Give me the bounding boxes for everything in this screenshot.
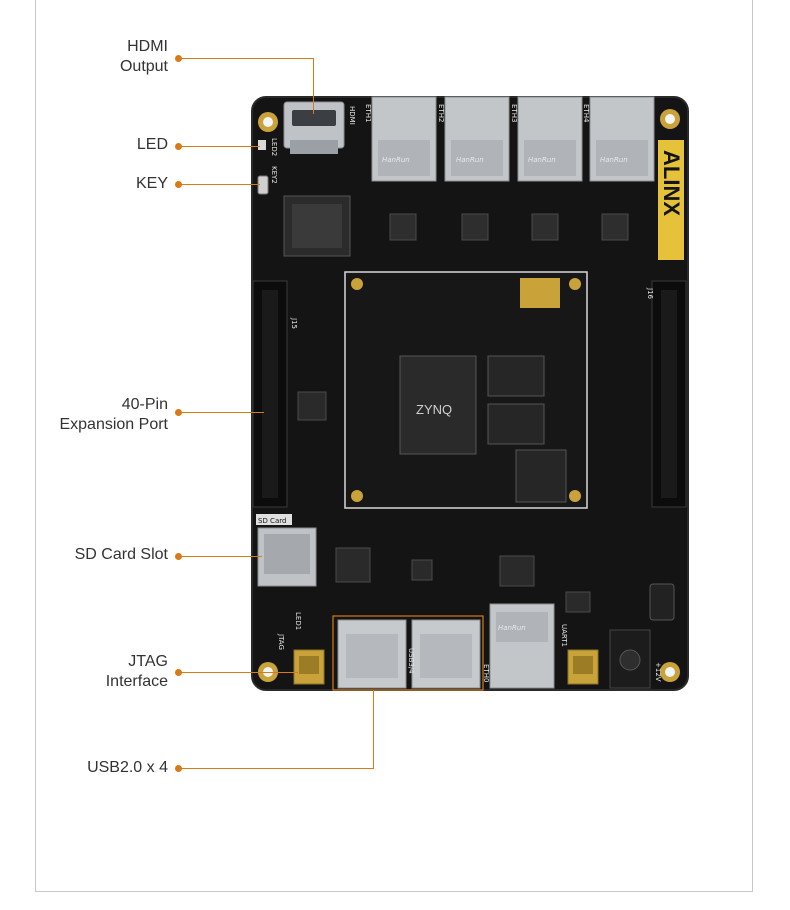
zynq-label: ZYNQ <box>416 402 452 417</box>
hdmi-callout-line-vertical <box>313 58 314 114</box>
hdmi-label-line1: HDMI <box>127 38 168 55</box>
sdcard-label-text: SD Card Slot <box>74 546 168 563</box>
led2-silk: LED2 <box>270 138 278 156</box>
eth2-silk: ETH2 <box>437 104 445 122</box>
eth0-silk: ETH0 <box>482 664 490 682</box>
eth3-silk: ETH3 <box>510 104 518 122</box>
usb-highlight-box <box>332 615 484 691</box>
uart-connector <box>567 649 599 685</box>
brand-strip <box>658 140 684 260</box>
usb-label-text: USB2.0 x 4 <box>87 759 168 776</box>
hdmi-callout-dot <box>175 55 182 62</box>
sdcard-callout-dot <box>175 553 182 560</box>
hdmi-callout-line <box>178 58 314 59</box>
led-label: LED <box>137 135 168 155</box>
hdmi-silk-label: HDMI <box>348 106 356 125</box>
j16-silk: J16 <box>646 287 654 300</box>
ethernet-jacks-top <box>371 96 655 182</box>
jtag-connector <box>293 649 325 685</box>
key2-silk: KEY2 <box>270 166 278 184</box>
key-callout-line <box>178 184 260 185</box>
hdmi-connector <box>283 101 345 154</box>
led1-silk: LED1 <box>294 612 302 630</box>
led-label-text: LED <box>136 136 168 153</box>
cpld-chip <box>283 195 351 257</box>
eth-brand-1: HanRun <box>382 156 410 164</box>
led-callout-line <box>178 146 260 147</box>
core-module <box>344 271 588 509</box>
power-silk: +12V <box>654 662 662 682</box>
sd-card-silk: SD Card <box>258 517 286 525</box>
hdmi-output-label: HDMI Output <box>120 37 168 77</box>
usb-callout-dot <box>175 765 182 772</box>
eth-brand-4: HanRun <box>600 156 628 164</box>
sdcard-callout-line <box>178 556 262 557</box>
expansion-header-left <box>252 280 288 508</box>
pin40-label: 40-Pin Expansion Port <box>59 395 168 435</box>
jtag-label-line1: JTAG <box>128 653 168 670</box>
jtag-label: JTAG Interface <box>106 652 168 692</box>
ethernet-jack-bottom <box>489 603 555 689</box>
eth-brand-3: HanRun <box>528 156 556 164</box>
j15-silk: J15 <box>290 317 298 329</box>
eth1-silk: ETH1 <box>364 104 372 122</box>
pin40-callout-dot <box>175 409 182 416</box>
key-label-text: KEY <box>135 175 168 192</box>
jtag-silk: JTAG <box>277 633 285 650</box>
jtag-callout-line <box>178 672 298 673</box>
pin40-callout-line <box>178 412 264 413</box>
usb-label: USB2.0 x 4 <box>87 758 168 778</box>
key-label: KEY <box>136 174 168 194</box>
key-callout-dot <box>175 181 182 188</box>
usb-silk: USB3/4 <box>407 648 415 674</box>
sd-card-slot <box>257 527 317 587</box>
misc-chips <box>297 391 591 613</box>
hdmi-label-line2: Output <box>119 58 168 75</box>
led-callout-dot <box>175 143 182 150</box>
usb-callout-line <box>178 768 374 769</box>
eth4-silk: ETH4 <box>582 104 590 123</box>
power-button <box>649 583 675 621</box>
sdcard-label: SD Card Slot <box>75 545 168 565</box>
image-frame <box>35 0 753 892</box>
eth-brand-2: HanRun <box>456 156 484 164</box>
usb-callout-line-vertical <box>373 690 374 769</box>
pin40-label-line2: Expansion Port <box>59 416 168 433</box>
eth-brand-bottom: HanRun <box>498 624 526 632</box>
power-jack <box>609 629 651 689</box>
sd-silk-bg <box>256 514 292 525</box>
brand-logo: ALINX <box>659 150 684 216</box>
led-component <box>258 140 266 150</box>
uart-silk: UART1 <box>560 624 568 647</box>
expansion-header-right <box>651 280 687 508</box>
pin40-label-line1: 40-Pin <box>121 396 168 413</box>
phy-chips <box>389 213 629 241</box>
usb-connectors <box>337 619 481 689</box>
jtag-label-line2: Interface <box>105 673 168 690</box>
key-button <box>257 175 269 195</box>
jtag-callout-dot <box>175 669 182 676</box>
